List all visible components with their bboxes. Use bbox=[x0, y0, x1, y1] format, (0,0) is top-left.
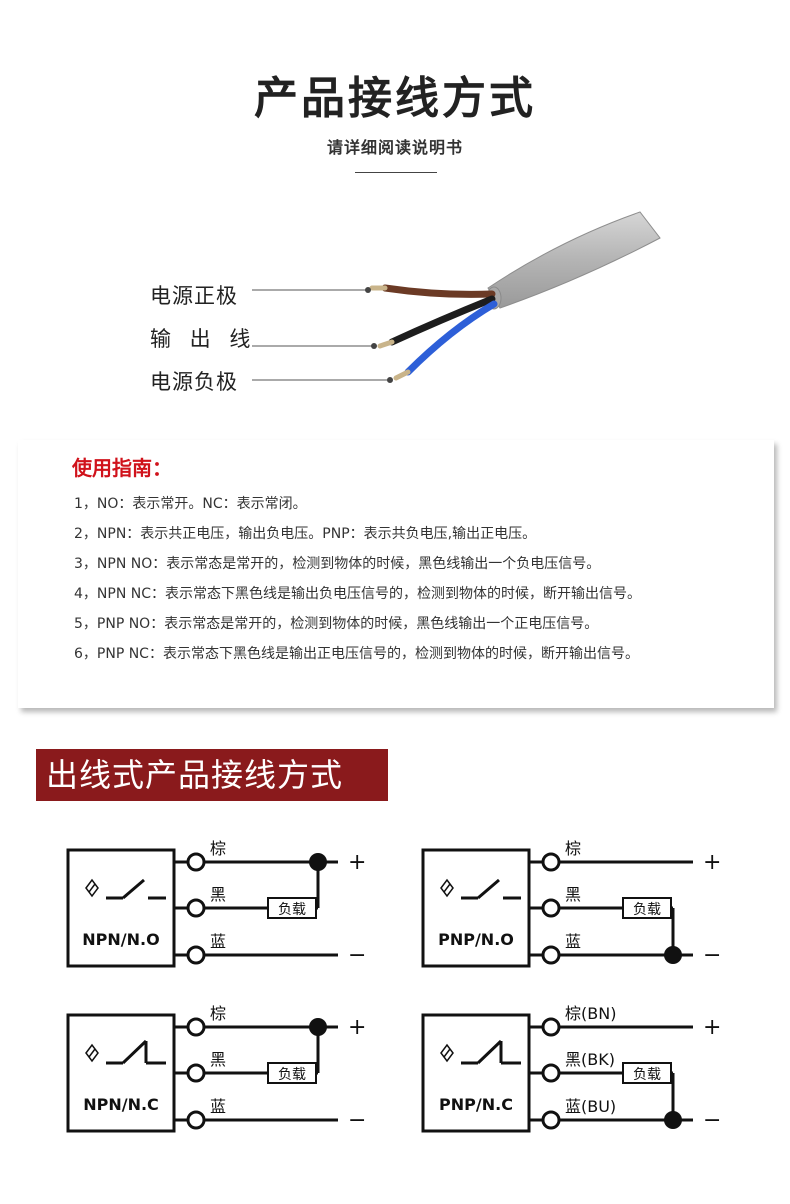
usage-guide-card bbox=[18, 440, 774, 708]
wire-color-label: 蓝 bbox=[210, 932, 226, 951]
guide-item: 2，NPN：表示共正电压，输出负电压。PNP：表示共负电压,输出正电压。 bbox=[74, 526, 537, 542]
section-banner: 出线式产品接线方式 bbox=[36, 749, 388, 801]
minus-sign: − bbox=[703, 1108, 721, 1133]
switch-blade bbox=[476, 1039, 503, 1065]
wire-color-label: 蓝(BU) bbox=[565, 1097, 616, 1116]
guide-item: 5，PNP NO：表示常态是常开的，检测到物体的时候，黑色线输出一个正电压信号。 bbox=[74, 616, 599, 632]
wire-color-label: 棕 bbox=[565, 839, 581, 858]
plus-sign: + bbox=[703, 1015, 721, 1040]
sensor-symbol-icon bbox=[88, 883, 96, 893]
sensor-type-label: NPN/N.C bbox=[83, 1095, 159, 1114]
guide-item: 6，PNP NC：表示常态下黑色线是输出正电压信号的，检测到物体的时候，断开输出… bbox=[74, 646, 639, 662]
wire-label-output: 输 出 线 bbox=[150, 327, 257, 351]
terminal-circle bbox=[186, 898, 206, 918]
plus-sign: + bbox=[348, 850, 366, 875]
terminal-circle bbox=[186, 1110, 206, 1130]
sensor-type-label: NPN/N.O bbox=[82, 930, 159, 949]
switch-blade bbox=[122, 878, 145, 900]
load-label: 负载 bbox=[278, 1067, 306, 1083]
terminal-circle bbox=[541, 945, 561, 965]
wire-black bbox=[388, 295, 496, 346]
sensor-box bbox=[66, 1013, 176, 1133]
switch-blade bbox=[121, 1039, 148, 1065]
sensor-type-label: PNP/N.C bbox=[439, 1095, 513, 1114]
terminal-circle bbox=[541, 898, 561, 918]
wire-color-label: 棕 bbox=[210, 839, 226, 858]
sensor-symbol-icon bbox=[440, 878, 454, 898]
minus-sign: − bbox=[348, 1108, 366, 1133]
wire-color-label: 蓝 bbox=[210, 1097, 226, 1116]
guide-item: 1，NO：表示常开。NC：表示常闭。 bbox=[74, 496, 307, 512]
wire-blue bbox=[404, 300, 498, 376]
page-title: 产品接线方式 bbox=[254, 73, 536, 124]
terminal-circle bbox=[186, 945, 206, 965]
terminal-circle bbox=[541, 852, 561, 872]
sensor-symbol-icon bbox=[85, 878, 99, 898]
junction-dot bbox=[309, 853, 327, 871]
wire-color-label: 黑 bbox=[210, 1050, 226, 1069]
load-label: 负载 bbox=[278, 902, 306, 918]
title-divider bbox=[355, 172, 437, 173]
sensor-symbol-icon bbox=[88, 1048, 96, 1058]
wire-color-label: 棕 bbox=[210, 1004, 226, 1023]
load-label: 负载 bbox=[633, 902, 661, 918]
sensor-box bbox=[421, 1013, 531, 1133]
sensor-symbol-icon bbox=[443, 883, 451, 893]
guide-item: 3，NPN NO：表示常态是常开的，检测到物体的时候，黑色线输出一个负电压信号。 bbox=[74, 556, 601, 572]
junction-dot bbox=[664, 946, 682, 964]
cable-illustration bbox=[252, 211, 661, 383]
plus-sign: + bbox=[348, 1015, 366, 1040]
terminal-circle bbox=[541, 1017, 561, 1037]
wiring-diagrams: NPN/N.O棕黑蓝+−负载PNP/N.O棕黑蓝+−负载NPN/N.C棕黑蓝+−… bbox=[66, 839, 721, 1133]
wire-color-label: 棕(BN) bbox=[565, 1004, 616, 1023]
wire-color-label: 黑(BK) bbox=[565, 1050, 615, 1069]
terminal-circle bbox=[541, 1063, 561, 1083]
terminal-circle bbox=[186, 1017, 206, 1037]
wire-color-label: 蓝 bbox=[565, 932, 581, 951]
sensor-symbol-icon bbox=[443, 1048, 451, 1058]
page-subtitle: 请详细阅读说明书 bbox=[326, 138, 463, 157]
wire-label-positive: 电源正极 bbox=[150, 284, 238, 308]
wire-color-label: 黑 bbox=[210, 885, 226, 904]
load-label: 负载 bbox=[633, 1067, 661, 1083]
sensor-symbol-icon bbox=[85, 1043, 99, 1063]
plus-sign: + bbox=[703, 850, 721, 875]
sensor-box bbox=[66, 848, 176, 968]
wire-color-label: 黑 bbox=[565, 885, 581, 904]
guide-item: 4，NPN NC：表示常态下黑色线是输出负电压信号的，检测到物体的时候，断开输出… bbox=[74, 586, 641, 602]
wire-label-negative: 电源负极 bbox=[150, 370, 238, 394]
wire-brown bbox=[381, 284, 496, 298]
minus-sign: − bbox=[703, 943, 721, 968]
terminal-circle bbox=[541, 1110, 561, 1130]
cable-sheath bbox=[487, 211, 661, 309]
sensor-symbol-icon bbox=[440, 1043, 454, 1063]
terminal-circle bbox=[186, 1063, 206, 1083]
usage-guide-title: 使用指南： bbox=[72, 456, 172, 480]
junction-dot bbox=[309, 1018, 327, 1036]
sensor-type-label: PNP/N.O bbox=[438, 930, 514, 949]
junction-dot bbox=[664, 1111, 682, 1129]
minus-sign: − bbox=[348, 943, 366, 968]
switch-blade bbox=[477, 878, 500, 900]
terminal-circle bbox=[186, 852, 206, 872]
